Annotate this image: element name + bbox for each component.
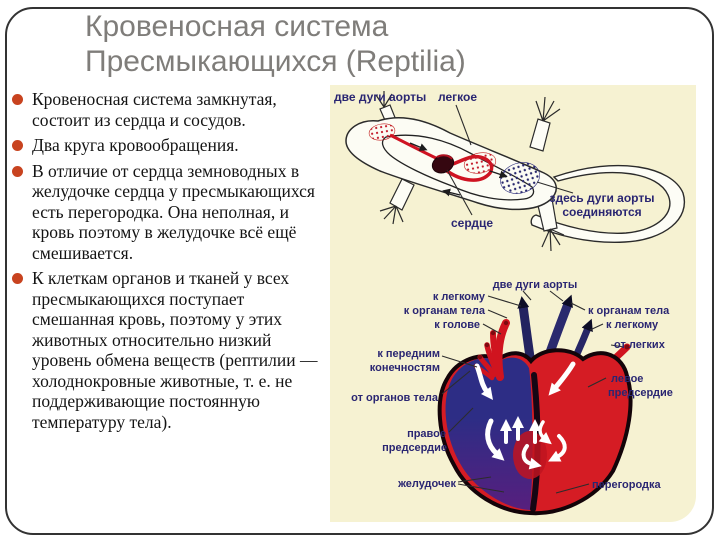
heart-label-left-atrium-1: левое (611, 373, 643, 385)
lizard-head-capillaries (368, 123, 396, 141)
artery-tips (473, 320, 509, 369)
bullet-icon (12, 273, 23, 284)
bullet-text: Два круга кровообращения. (32, 135, 239, 155)
bullet-item: Кровеносная система замкнутая, состоит и… (12, 89, 330, 130)
page-title: Кровеносная система Пресмыкающихся (Rept… (85, 9, 685, 79)
bullet-text: К клеткам органов и тканей у всех пресмы… (32, 268, 318, 432)
heart-label-to-forelimbs-2: конечностям (370, 362, 440, 374)
blood-flow-arrows (474, 361, 576, 470)
lizard-heart-highlight (436, 154, 453, 160)
heart-label-from-body-organs: от органов тела (351, 392, 439, 404)
join-leader-line (536, 181, 574, 194)
vein-tip (624, 344, 630, 350)
title-line-1: Кровеносная система (85, 10, 389, 43)
lizard-label-join-2: соединяются (562, 205, 641, 219)
heart-label-to-lung-right: к легкому (606, 319, 659, 331)
bullet-icon (12, 94, 23, 105)
lizard-circulation-loop (381, 134, 535, 201)
lizard-flow-arrows (409, 142, 508, 197)
lung-leader-line (455, 104, 472, 146)
heart-label-to-forelimbs-1: к передним (377, 348, 440, 360)
lizard-label-heart: сердце (451, 216, 493, 230)
heart-label-from-lungs: от легких (614, 339, 666, 351)
heart-label-left-atrium-2: предсердие (608, 387, 673, 399)
bullet-icon (12, 140, 23, 151)
bullet-item: К клеткам органов и тканей у всех пресмы… (12, 268, 330, 432)
bullet-item: Два круга кровообращения. (12, 135, 330, 156)
heart-outline (437, 348, 633, 516)
bullet-list: Кровеносная система замкнутая, состоит и… (12, 89, 330, 437)
heart-label-two-arches: две дуги аорты (493, 279, 578, 291)
anatomy-figure-svg: две дуги аорты легкое сердце здесь дуги … (334, 90, 686, 516)
heart-leader-lines (441, 290, 625, 494)
lizard-body-capillaries (500, 162, 540, 194)
bullet-item: В отличие от сердца земноводных в желудо… (12, 161, 330, 264)
lizard-label-join-1: здесь дуги аорты (550, 191, 655, 205)
heart-label-to-head: к голове (434, 319, 480, 331)
heart-label-ventricle: желудочек (397, 478, 456, 490)
heart-label-right-atrium-1: правое (407, 428, 446, 440)
lizard-tail (530, 164, 686, 243)
bullet-text: В отличие от сердца земноводных в желудо… (32, 160, 315, 263)
lizard-lung (463, 152, 497, 174)
heart-label-to-body-organs-left: к органам тела (404, 305, 486, 317)
bullet-icon (12, 165, 23, 177)
heart-label-septum: перегородка (592, 479, 662, 491)
lizard-label-lung: легкое (438, 90, 477, 104)
title-line-2: Пресмыкающихся (Reptilia) (85, 45, 466, 78)
lizard-label-two-arches: две дуги аорты (334, 90, 426, 104)
heart-label-to-lung-left: к легкому (433, 291, 486, 303)
heart-leader-line (446, 169, 473, 216)
heart-label-right-atrium-2: предсердие (382, 442, 447, 454)
bullet-text: Кровеносная система замкнутая, состоит и… (32, 89, 277, 130)
lizard-artery (389, 133, 439, 161)
heart-diagram: две дуги аорты к легкому к органам тела … (351, 279, 673, 516)
heart-label-to-body-organs-right: к органам тела (588, 305, 670, 317)
lizard-claws (375, 91, 565, 252)
anatomy-figure: две дуги аорты легкое сердце здесь дуги … (330, 85, 696, 522)
lizard-diagram: две дуги аорты легкое сердце здесь дуги … (334, 90, 686, 252)
